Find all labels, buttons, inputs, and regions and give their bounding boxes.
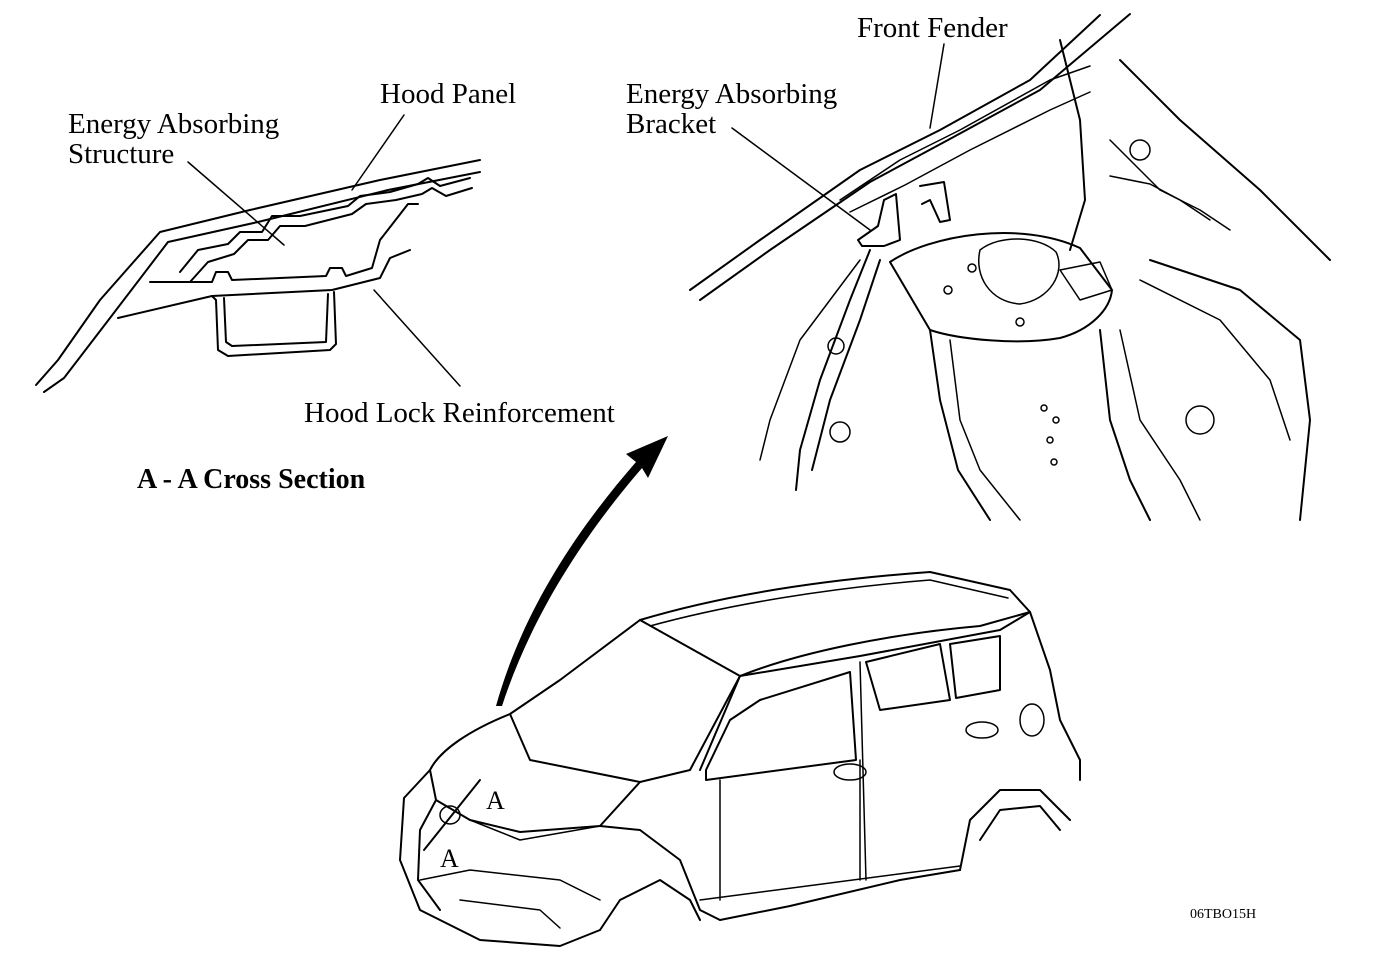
figure-code: 06TBO15H <box>1190 907 1257 922</box>
rear-door-window <box>865 643 951 711</box>
label-energy-absorbing-structure-line1: Energy Absorbing <box>68 108 280 140</box>
hood-lock-reinforcement <box>211 291 337 357</box>
energy-absorbing-bracket <box>857 193 901 247</box>
label-energy-absorbing-structure-line2: Structure <box>68 138 175 170</box>
leader-hood-panel <box>351 114 405 191</box>
leader-front-fender <box>929 43 945 129</box>
energy-absorbing-structure <box>179 177 471 273</box>
strut-tower <box>889 232 1113 343</box>
windshield <box>509 619 741 783</box>
leader-bracket <box>731 127 871 231</box>
cross-section-title: A - A Cross Section <box>137 464 366 495</box>
hood-panel-skin-inner <box>43 171 481 393</box>
label-front-fender: Front Fender <box>857 12 1008 44</box>
hood-cross-section <box>35 114 481 393</box>
hood-inner-panel-low <box>117 249 411 319</box>
car-body <box>399 571 1081 947</box>
hood-lock-reinforcement-inner <box>223 293 329 347</box>
hood-panel-skin <box>35 159 481 386</box>
label-energy-absorbing-bracket-line1: Energy Absorbing <box>626 78 838 110</box>
section-mark-upper: A <box>486 786 505 815</box>
hood-inner-panel <box>149 203 419 283</box>
label-energy-absorbing-bracket-line2: Bracket <box>626 108 717 140</box>
front-door-window <box>705 671 857 781</box>
hood <box>429 713 641 833</box>
engine-bay-detail <box>689 13 1331 521</box>
label-hood-panel: Hood Panel <box>380 78 517 110</box>
section-line-a-a <box>423 779 481 851</box>
label-hood-lock-reinforcement: Hood Lock Reinforcement <box>304 397 615 429</box>
leader-hood-lock <box>373 289 461 387</box>
energy-absorbing-structure-inner <box>189 187 473 283</box>
zoom-arrow <box>496 436 668 706</box>
roof <box>639 571 1031 621</box>
section-mark-lower: A <box>440 844 459 873</box>
leader-energy-structure <box>187 161 285 246</box>
